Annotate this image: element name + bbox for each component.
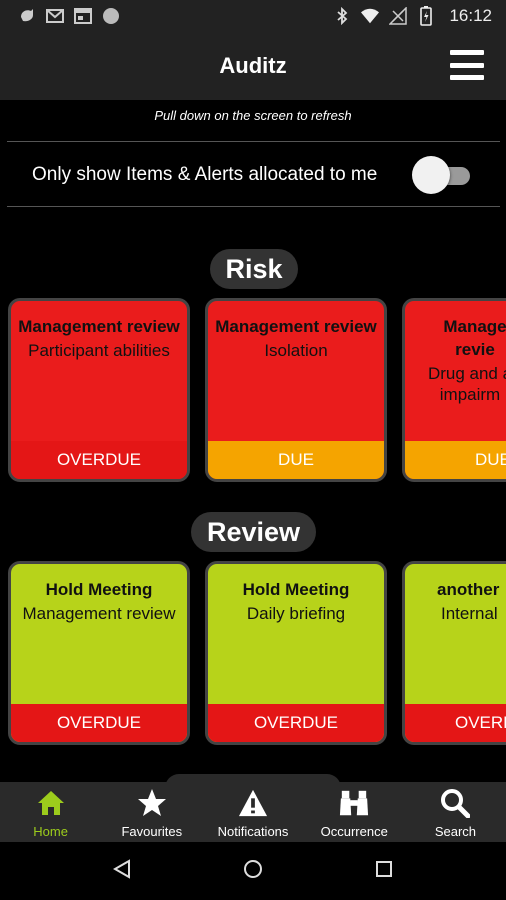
hamburger-menu-icon[interactable] — [450, 50, 484, 80]
system-nav-bar — [0, 842, 506, 900]
nav-occurrence[interactable]: Occurrence — [304, 782, 405, 842]
nav-label: Notifications — [217, 824, 289, 839]
nav-label: Favourites — [121, 824, 183, 839]
search-icon — [440, 788, 471, 818]
card-subtitle: Isolation — [264, 341, 328, 360]
divider — [7, 206, 500, 207]
card-title: Manage revie — [443, 317, 506, 359]
card-subtitle: Internal — [441, 604, 498, 623]
nav-notifications[interactable]: Notifications — [202, 782, 303, 842]
section-title-review: Review — [191, 512, 316, 552]
card-title: Hold Meeting — [45, 580, 153, 599]
review-card[interactable]: another Internal OVERD — [402, 561, 506, 745]
card-title: Hold Meeting — [242, 580, 350, 599]
review-card[interactable]: Hold Meeting Daily briefing OVERDUE — [205, 561, 387, 745]
back-icon[interactable] — [112, 858, 131, 884]
divider — [7, 141, 500, 142]
nav-favourites[interactable]: Favourites — [101, 782, 202, 842]
app-bar: Auditz — [0, 32, 506, 100]
recents-icon[interactable] — [375, 860, 393, 883]
card-subtitle: Daily briefing — [246, 604, 346, 623]
refresh-hint: Pull down on the screen to refresh — [154, 108, 352, 123]
binoculars-icon — [339, 788, 369, 818]
status-badge: DUE — [405, 441, 506, 479]
card-title: Management review — [18, 317, 180, 336]
status-badge: DUE — [208, 441, 384, 479]
home-circle-icon[interactable] — [243, 859, 263, 884]
risk-card[interactable]: Management review Isolation DUE — [205, 298, 387, 482]
card-subtitle: Drug and a impairm — [427, 364, 506, 404]
risk-card[interactable]: Manage revie Drug and a impairm DUE — [402, 298, 506, 482]
filter-label: Only show Items & Alerts allocated to me — [32, 164, 378, 185]
nav-home[interactable]: Home — [0, 782, 101, 842]
section-title-risk: Risk — [210, 249, 298, 289]
status-badge: OVERDUE — [208, 704, 384, 742]
app-title: Auditz — [219, 53, 287, 78]
status-badge: OVERD — [405, 704, 506, 742]
status-bar: 16:12 — [0, 0, 506, 32]
wifi-icon — [361, 7, 380, 25]
warning-icon — [238, 788, 268, 818]
circle-icon — [102, 7, 120, 25]
filter-row: Only show Items & Alerts allocated to me — [0, 150, 506, 200]
nav-label: Home — [33, 824, 68, 839]
status-badge: OVERDUE — [11, 704, 187, 742]
nav-label: Search — [434, 824, 477, 839]
card-title: another — [437, 580, 500, 599]
clock: 16:12 — [449, 6, 492, 25]
nav-label: Occurrence — [320, 824, 388, 839]
bottom-nav: Home Favourites Notifications Occurrence… — [0, 782, 506, 842]
window-icon — [74, 7, 92, 25]
card-subtitle: Management review — [22, 604, 176, 623]
gmail-icon — [46, 7, 64, 25]
risk-card[interactable]: Management review Participant abilities … — [8, 298, 190, 482]
review-card[interactable]: Hold Meeting Management review OVERDUE — [8, 561, 190, 745]
card-title: Management review — [215, 317, 377, 336]
battery-icon — [417, 6, 435, 26]
card-subtitle: Participant abilities — [28, 341, 170, 360]
bluetooth-icon — [333, 7, 351, 25]
star-icon — [137, 788, 167, 818]
allocated-to-me-toggle[interactable] — [412, 156, 476, 194]
nav-search[interactable]: Search — [405, 782, 506, 842]
status-badge: OVERDUE — [11, 441, 187, 479]
home-icon — [36, 788, 66, 818]
notification-app-icon — [18, 7, 36, 25]
signal-icon — [389, 7, 408, 25]
